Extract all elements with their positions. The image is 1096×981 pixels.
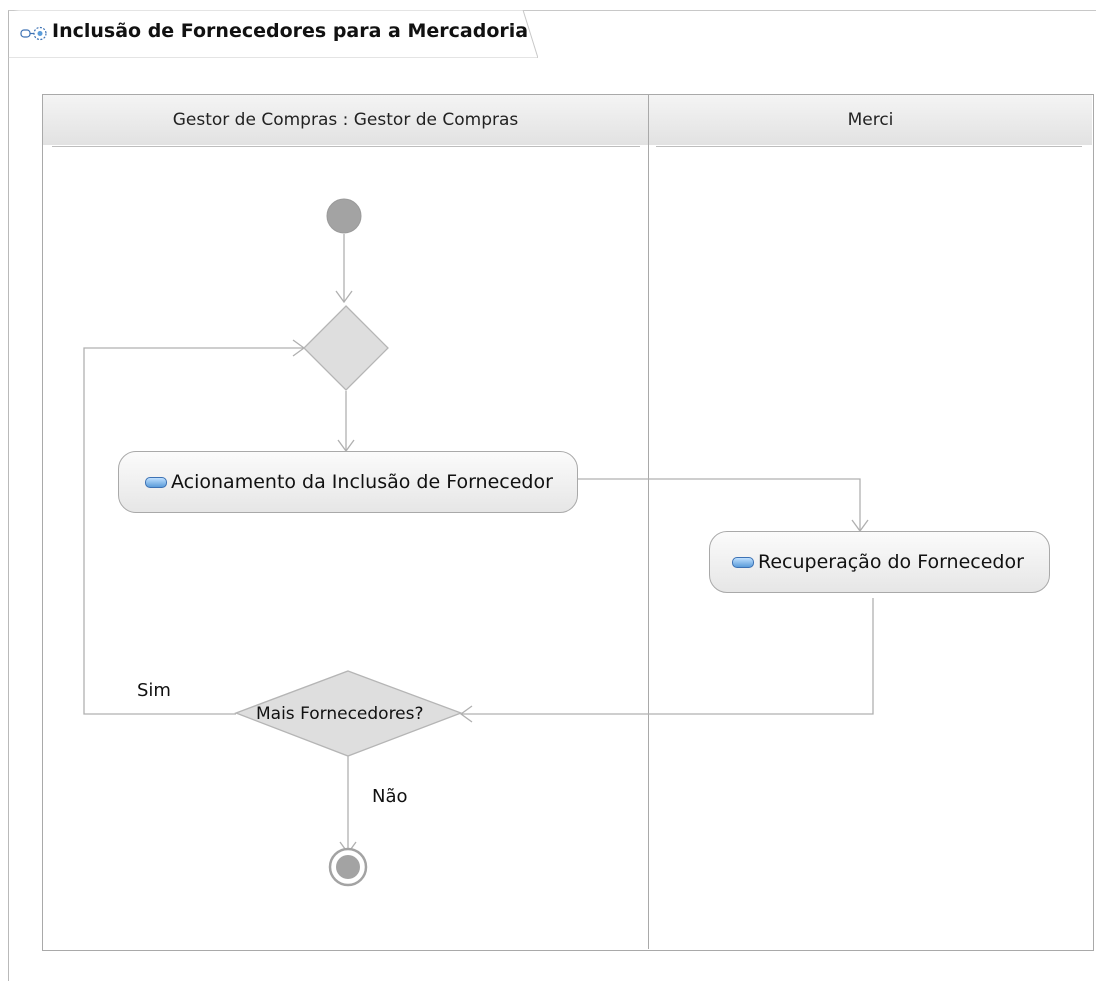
arrow-head-icon bbox=[459, 705, 473, 723]
flow-edge-sim[interactable] bbox=[83, 347, 304, 715]
action-recuperacao-fornecedor[interactable]: Recuperação do Fornecedor bbox=[709, 531, 1050, 593]
lane-label-merci: Merci bbox=[847, 110, 894, 130]
flow-edge[interactable] bbox=[578, 478, 861, 531]
flow-edge[interactable] bbox=[461, 598, 874, 715]
action-acionamento-inclusao-fornecedor[interactable]: Acionamento da Inclusão de Fornecedor bbox=[118, 451, 578, 513]
title-tab-shape bbox=[8, 10, 538, 58]
lane-header-merci[interactable]: Merci bbox=[649, 95, 1092, 145]
edge-label-nao: Não bbox=[372, 786, 408, 807]
lane-label-gestor-de-compras: Gestor de Compras : Gestor de Compras bbox=[172, 110, 519, 130]
activity-diagram-icon bbox=[20, 26, 47, 41]
lane-divider bbox=[648, 95, 649, 949]
decision-node[interactable] bbox=[234, 670, 463, 757]
lane-header-gestor-de-compras[interactable]: Gestor de Compras : Gestor de Compras bbox=[43, 95, 648, 145]
final-node[interactable] bbox=[328, 847, 368, 887]
merge-node[interactable] bbox=[303, 305, 389, 391]
arrow-head-icon bbox=[335, 290, 353, 304]
action-label: Recuperação do Fornecedor bbox=[758, 551, 1024, 573]
swimlane-pool bbox=[42, 94, 1094, 951]
diagram-title: Inclusão de Fornecedores para a Mercador… bbox=[52, 20, 529, 42]
initial-node[interactable] bbox=[326, 198, 362, 234]
action-icon bbox=[732, 556, 754, 568]
decision-label: Mais Fornecedores? bbox=[256, 704, 424, 724]
edge-label-sim: Sim bbox=[137, 680, 171, 701]
action-icon bbox=[145, 476, 167, 488]
lane-header-underline bbox=[52, 146, 640, 147]
action-label: Acionamento da Inclusão de Fornecedor bbox=[171, 471, 553, 493]
diagram-title-tab[interactable]: Inclusão de Fornecedores para a Mercador… bbox=[8, 10, 538, 58]
lane-header-underline bbox=[656, 146, 1082, 147]
